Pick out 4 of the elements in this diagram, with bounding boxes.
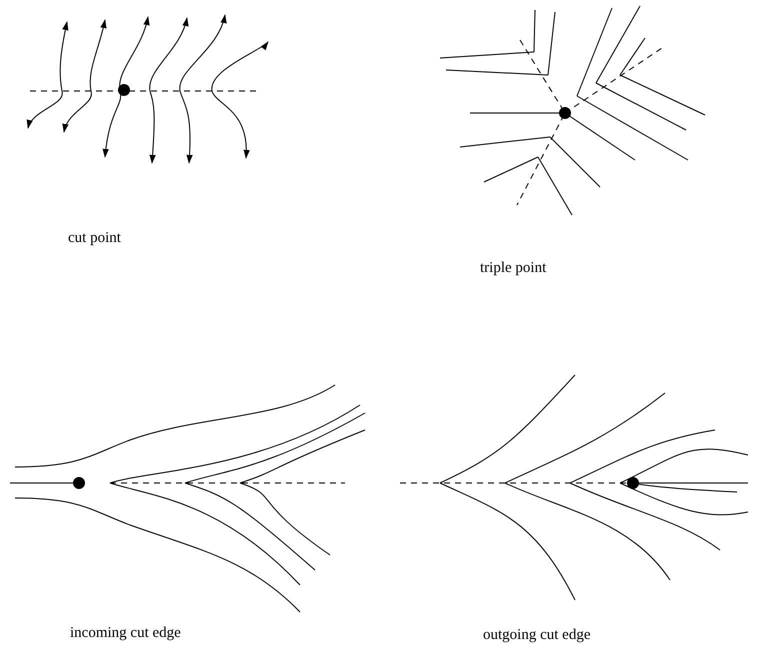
caption: incoming cut edge — [70, 625, 181, 642]
caption: outgoing cut edge — [483, 627, 590, 644]
caption: cut point — [68, 230, 121, 247]
caption: triple point — [480, 260, 546, 277]
